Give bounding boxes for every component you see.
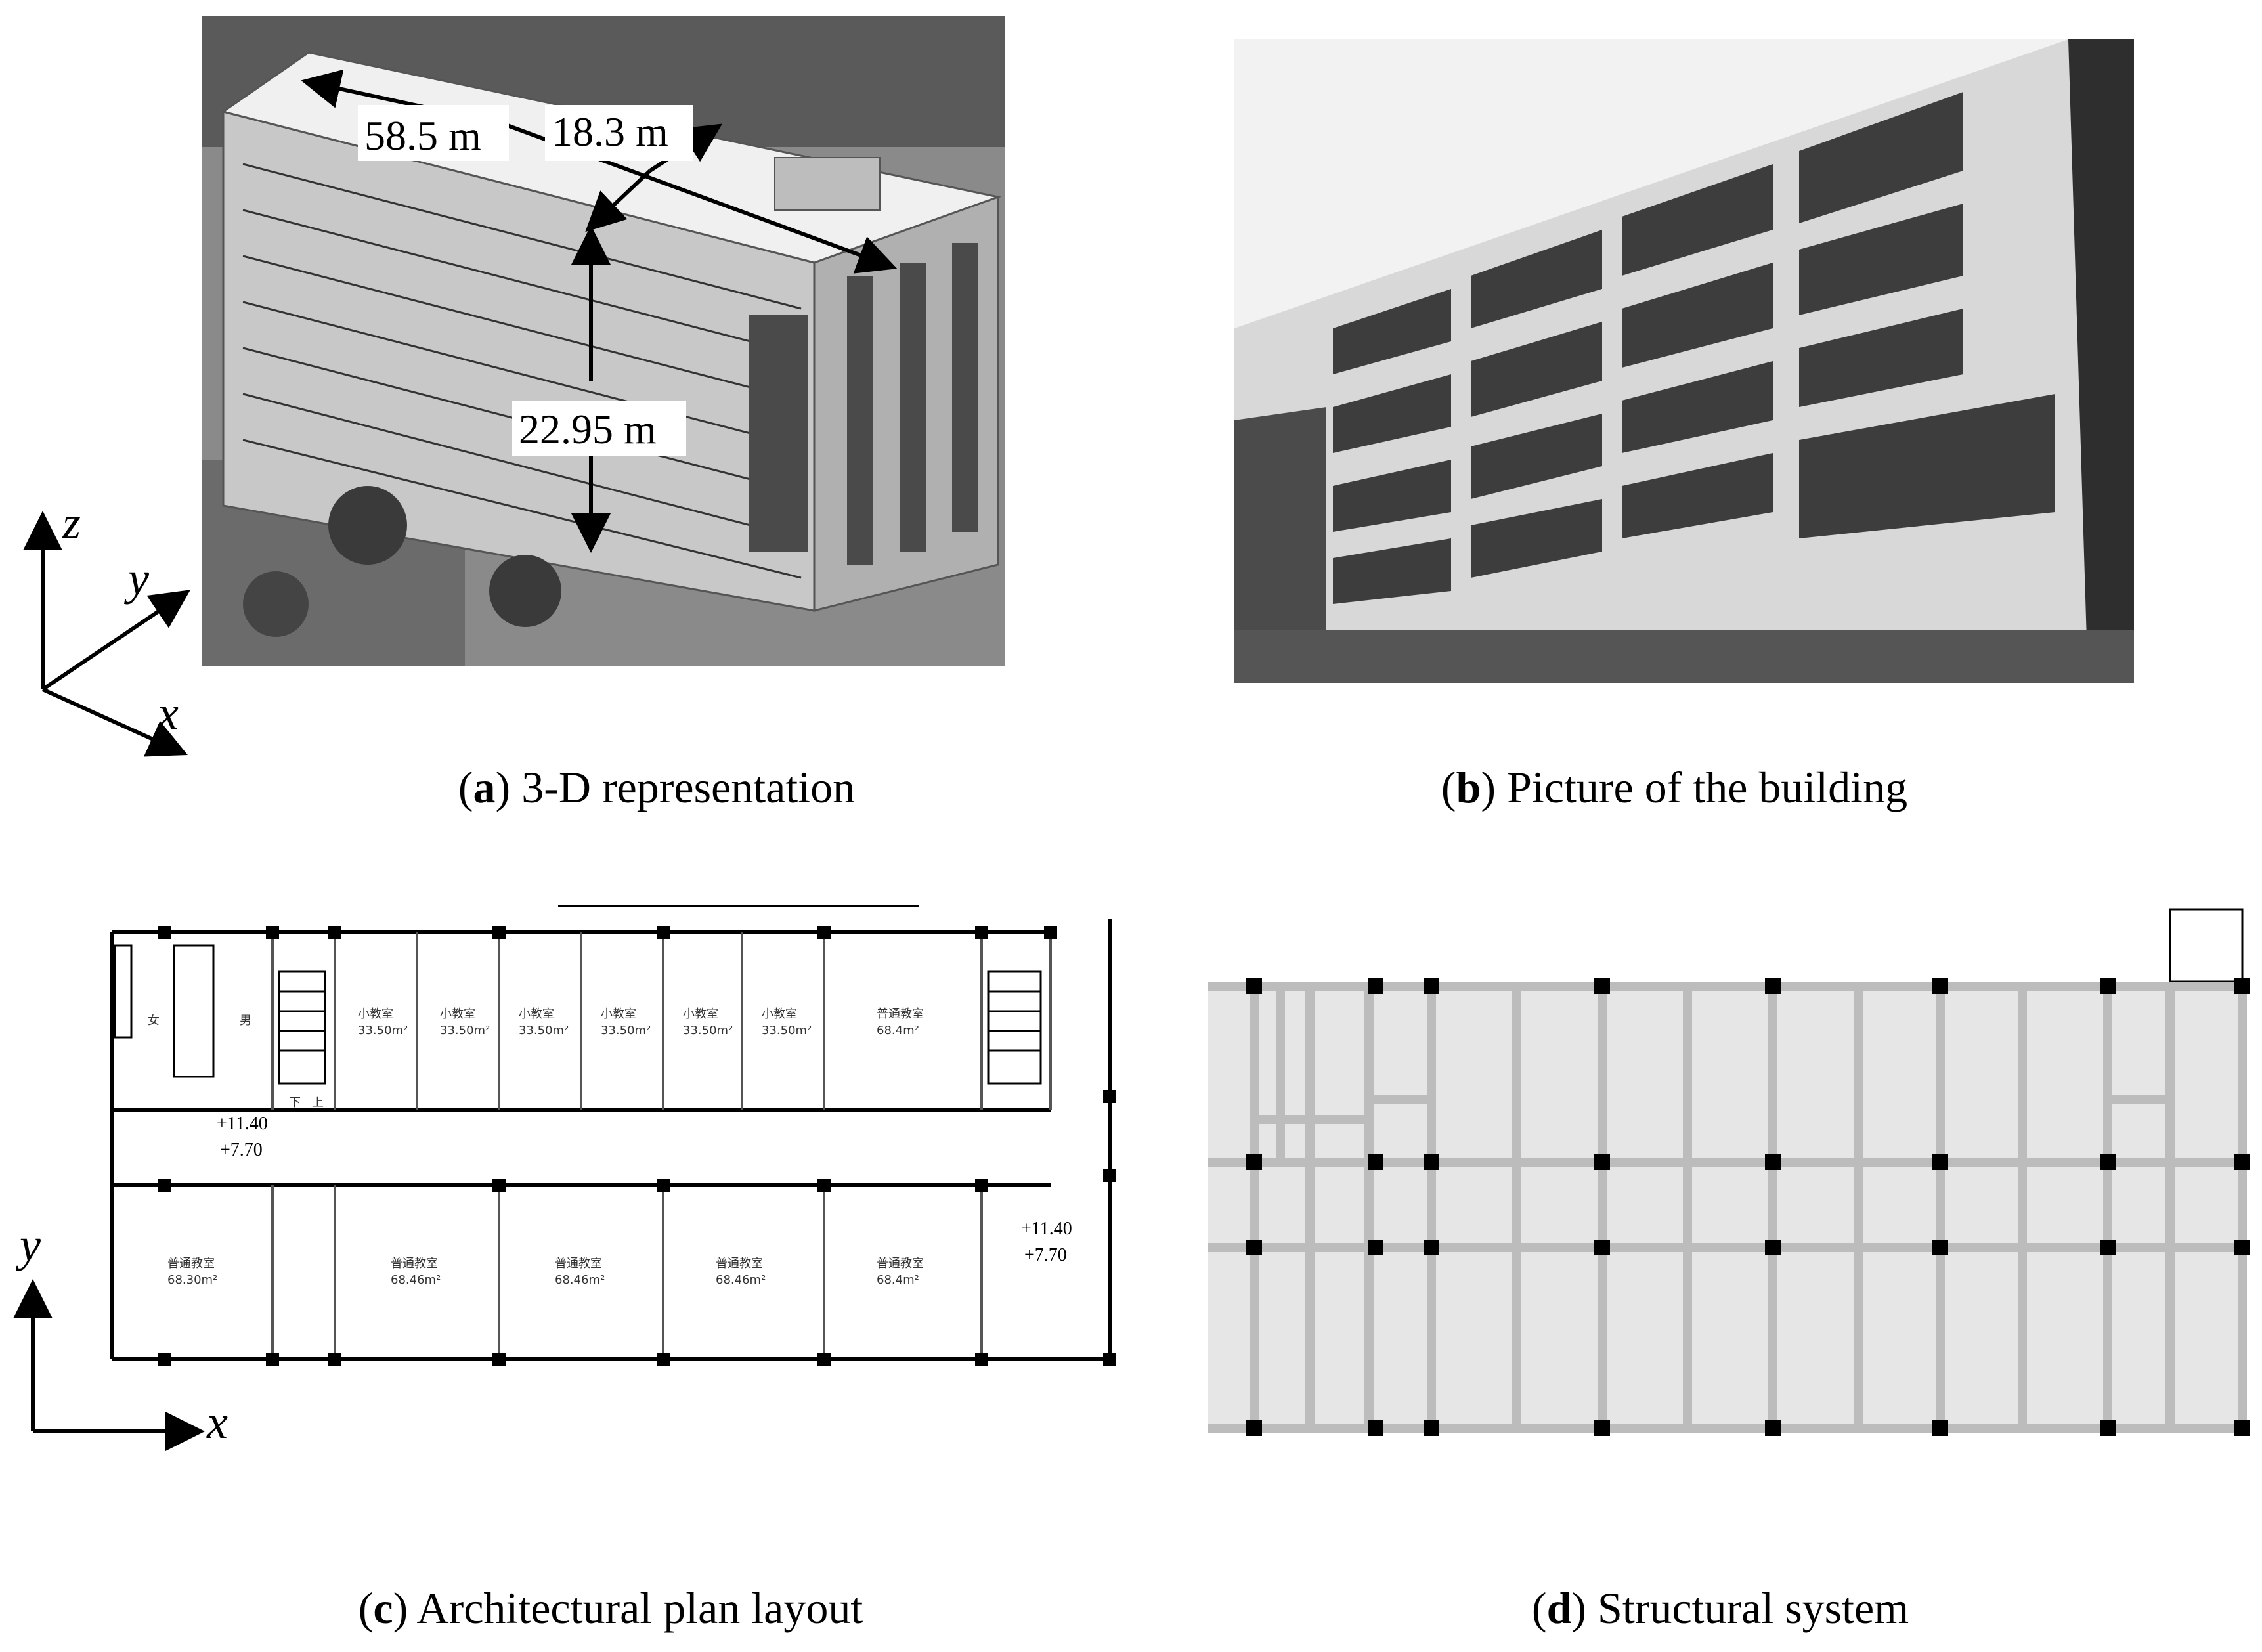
building-photo [1234, 39, 2134, 683]
plan-walls [110, 919, 1112, 1366]
rooms-top: 小教室 33.50m² 小教室 33.50m² 小教室 33.50m² 小教室 … [358, 1007, 924, 1037]
room-name: 普通教室 [877, 1007, 924, 1021]
room-name: 小教室 [762, 1007, 797, 1021]
tree [243, 571, 309, 637]
panel-c-architectural-plan: 下 上 女 男 小教室 33.50m² 小教室 33.50m² 小教室 33.5… [0, 893, 1129, 1458]
x-axis-arrow [41, 687, 188, 757]
room-area: 33.50m² [440, 1024, 490, 1037]
stair-down-label: 下 [289, 1096, 301, 1110]
room-name: 普通教室 [167, 1257, 215, 1271]
length-label: 58.5 m [364, 112, 481, 159]
panel-a-3d-representation: 58.5 m 18.3 m 22.95 m z y x [0, 0, 1024, 788]
plan-x-axis-label: x [206, 1396, 228, 1448]
tree [489, 555, 561, 627]
structural-grid-svg [1208, 908, 2250, 1436]
x-axis-label: x [157, 687, 179, 739]
y-axis-arrow [41, 590, 190, 691]
room-name: 小教室 [601, 1007, 636, 1021]
elevation-upper: +11.40 [1021, 1219, 1072, 1239]
room-name: 小教室 [358, 1007, 393, 1021]
panel-d-structural-system [1202, 906, 2252, 1458]
room-area: 33.50m² [683, 1024, 733, 1037]
room-name: 小教室 [440, 1007, 475, 1021]
toilet-fixtures [114, 944, 215, 1078]
room-area: 68.4m² [877, 1024, 919, 1037]
slab [1208, 982, 2242, 1431]
plan-columns [158, 926, 1116, 1366]
tree [328, 486, 407, 565]
room-area: 33.50m² [519, 1024, 569, 1037]
room-name: 普通教室 [391, 1257, 438, 1271]
structural-columns [1246, 978, 2250, 1436]
room-name: 小教室 [519, 1007, 554, 1021]
rooms-bottom: 普通教室 68.30m² 普通教室 68.46m² 普通教室 68.46m² 普… [167, 1257, 924, 1287]
room-area: 68.30m² [167, 1273, 217, 1287]
room-name: 普通教室 [555, 1257, 602, 1271]
room-area: 33.50m² [358, 1024, 408, 1037]
elevation-lower: +7.70 [220, 1140, 263, 1160]
room-name: 普通教室 [877, 1257, 924, 1271]
plan-partitions [271, 932, 1052, 1359]
width-dimension-arrow [585, 169, 652, 232]
room-area: 33.50m² [601, 1024, 651, 1037]
width-label: 18.3 m [552, 108, 668, 155]
room-area: 68.46m² [716, 1273, 766, 1287]
stair-up-label: 上 [312, 1096, 324, 1110]
y-axis-label: y [123, 552, 149, 605]
room-name: 普通教室 [716, 1257, 763, 1271]
plan-y-axis-label: y [15, 1219, 41, 1271]
stairs [278, 970, 1042, 1085]
height-label: 22.95 m [519, 406, 657, 452]
elevation-upper: +11.40 [217, 1114, 268, 1134]
room-name: 小教室 [683, 1007, 718, 1021]
window-rows [242, 163, 802, 579]
caption-c: (c) Architectural plan layout [358, 1583, 863, 1633]
room-area: 33.50m² [762, 1024, 812, 1037]
plan-svg: 下 上 女 男 小教室 33.50m² 小教室 33.50m² 小教室 33.5… [12, 905, 1116, 1451]
panel-a-svg: 58.5 m 18.3 m 22.95 m z y x [23, 16, 1005, 757]
room-area: 68.46m² [555, 1273, 605, 1287]
male-toilet-label: 男 [240, 1014, 251, 1028]
elevation-lower: +7.70 [1024, 1245, 1067, 1265]
caption-b: (b) Picture of the building [1441, 762, 1908, 812]
room-area: 68.46m² [391, 1273, 441, 1287]
z-axis-label: z [62, 496, 81, 549]
panel-b-photo [1234, 39, 2134, 683]
caption-d: (d) Structural system [1531, 1583, 1909, 1633]
caption-a: (a) 3-D representation [458, 762, 856, 812]
photo-window-grid [1333, 92, 2055, 604]
room-area: 68.4m² [877, 1273, 919, 1287]
female-toilet-label: 女 [148, 1014, 160, 1028]
